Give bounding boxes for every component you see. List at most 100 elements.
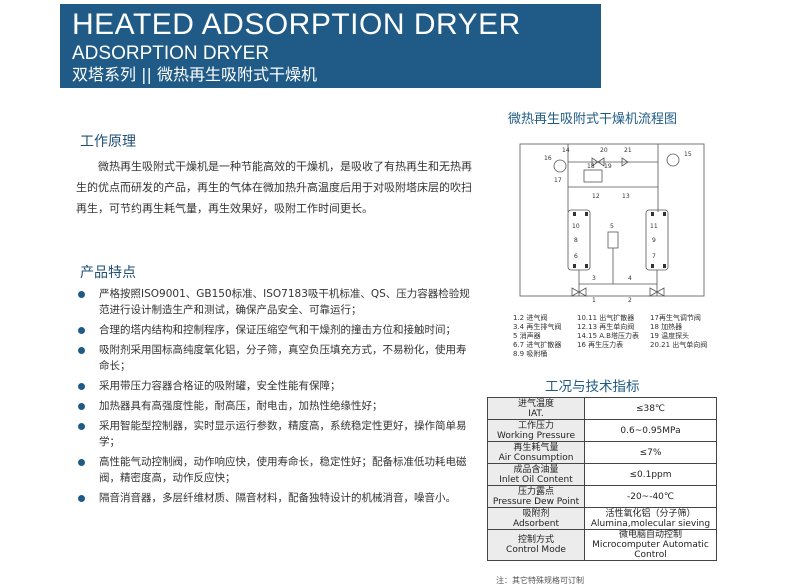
spec-heading: 工况与技术指标: [545, 379, 640, 395]
spec-note: 注：其它特殊规格可订制: [496, 576, 584, 585]
spec-value: 0.6~0.95MPa: [584, 419, 717, 442]
feature-text: 隔音消音器，多层纤维材质、隔音材料，配备独特设计的机械消音，噪音小。: [99, 492, 456, 504]
muffler-icon: [607, 231, 619, 249]
feature-text: 加热器具有高强度性能，耐高压，耐电击，加热性绝缘性好；: [99, 400, 383, 412]
bullet-icon: [78, 495, 85, 502]
flow-number: 7: [652, 253, 656, 260]
spec-key-en: IAT.: [528, 408, 544, 419]
legend-item: 1.2 进气阀: [513, 314, 548, 322]
spec-value: ≤38℃: [584, 397, 717, 420]
bullet-icon: [78, 423, 85, 430]
list-item: 严格按照ISO9001、GB150标准、ISO7183吸干机标准、QS、压力容器…: [78, 286, 476, 318]
list-item: 采用带压力容器合格证的吸附罐，安全性能有保障；: [78, 378, 476, 394]
header-banner: HEATED ADSORPTION DRYER ADSORPTION DRYER…: [60, 4, 601, 88]
spec-key-cn: 压力露点: [517, 486, 554, 497]
legend-item: 12.13 再生单向阀: [577, 323, 635, 331]
principle-text-body: 微热再生吸附式干燥机是一种节能高效的干燥机，是吸收了有热再生和无热再生的优点而研…: [76, 160, 472, 215]
flow-diagram: 14 20 21 15 16 17 18 19 12 13 10 11 8 9 …: [519, 143, 705, 304]
legend-item: 17再生气调节阀: [650, 314, 701, 322]
spec-value-en: Alumina,molecular sieving: [590, 518, 711, 529]
legend-item: 16 再生压力表: [577, 341, 624, 349]
flow-number: 2: [628, 297, 632, 304]
feature-text: 吸附剂采用国标高纯度氧化铝，分子筛，真空负压填充方式，不易粉化，使用寿命长；: [99, 344, 467, 372]
spec-value: 活性氧化铝（分子筛）Alumina,molecular sieving: [584, 507, 717, 530]
flow-number: 14: [562, 147, 570, 154]
valve-icon: [571, 287, 587, 297]
list-item: 合理的塔内结构和控制程序，保证压缩空气和干燥剂的撞击方位和接触时间；: [78, 322, 476, 338]
flow-number: 8: [574, 237, 578, 244]
legend-item: 5 消声器: [513, 332, 541, 340]
flow-number: 19: [604, 163, 612, 170]
legend-item: 10.11 出气扩散器: [577, 314, 635, 322]
legend-item: 3.4 再生排气阀: [513, 323, 562, 331]
spec-key-en: Adsorbent: [512, 518, 560, 529]
pipe-frame: [519, 143, 705, 297]
spec-key-en: Control Mode: [506, 545, 566, 555]
spec-value: ≤7%: [584, 441, 717, 464]
list-item: 隔音消音器，多层纤维材质、隔音材料，配备独特设计的机械消音，噪音小。: [78, 490, 476, 506]
legend-item: 8.9 吸附桶: [513, 350, 548, 358]
flow-number: 17: [554, 177, 562, 184]
legend-col-3: 17再生气调节阀 18 加热器 19 温度探头 20.21 出气单向阀: [650, 314, 707, 350]
bullet-icon: [78, 347, 85, 354]
feature-text: 高性能气动控制阀，动作响应快，使用寿命长，稳定性好；配备标准低功耗电磁阀，精密度…: [99, 456, 467, 484]
bullet-icon: [78, 459, 85, 466]
spec-value-cn: 活性氧化铝（分子筛）: [605, 508, 696, 519]
flow-number: 9: [652, 237, 656, 244]
bullet-icon: [78, 403, 85, 410]
flow-diagram-title: 微热再生吸附式干燥机流程图: [508, 112, 678, 127]
flow-number: 4: [628, 275, 632, 282]
spec-key-en: Working Pressure: [497, 430, 575, 441]
features-heading: 产品特点: [80, 265, 136, 281]
spec-key-cn: 工作压力: [517, 420, 554, 431]
flow-number: 13: [622, 193, 630, 200]
spec-value-en: Microcomputer Automatic Control: [592, 540, 709, 560]
list-item: 采用智能型控制器，实时显示运行参数，精度高，系统稳定性更好，操作简单易学；: [78, 418, 476, 450]
gauge-icon: [666, 153, 680, 167]
legend-col-2: 10.11 出气扩散器 12.13 再生单向阀 14.15 A.B塔压力表 16…: [577, 314, 639, 350]
spec-key-en: Inlet Oil Content: [499, 474, 573, 485]
spec-value: -20~-40℃: [584, 485, 717, 508]
flow-number: 1: [592, 297, 596, 304]
spec-key-cn: 进气温度: [517, 398, 554, 409]
principle-heading: 工作原理: [80, 134, 136, 150]
spec-key-cn: 成品含油量: [513, 464, 559, 475]
tower-a: [567, 209, 591, 271]
valve-icon: [591, 157, 605, 167]
spec-key-cn: 吸附剂: [522, 508, 550, 519]
flow-number: 15: [684, 151, 692, 158]
banner-subtitle: ADSORPTION DRYER: [72, 43, 270, 64]
bullet-icon: [78, 291, 85, 298]
bullet-icon: [78, 327, 85, 334]
gauge-icon: [553, 159, 567, 173]
features-list: 严格按照ISO9001、GB150标准、ISO7183吸干机标准、QS、压力容器…: [78, 286, 476, 510]
banner-title: HEATED ADSORPTION DRYER: [72, 8, 521, 41]
legend-col-1: 1.2 进气阀 3.4 再生排气阀 5 消声器 6.7 进气扩散器 8.9 吸附…: [513, 314, 561, 359]
principle-text: 微热再生吸附式干燥机是一种节能高效的干燥机，是吸收了有热再生和无热再生的优点而研…: [76, 156, 472, 219]
valve-icon: [621, 157, 629, 167]
feature-text: 严格按照ISO9001、GB150标准、ISO7183吸干机标准、QS、压力容器…: [99, 288, 470, 316]
spec-value-cn: 微电脑自动控制: [618, 530, 682, 540]
banner-cn-title: 双塔系列 || 微热再生吸附式干燥机: [72, 65, 317, 84]
legend-item: 14.15 A.B塔压力表: [577, 332, 639, 340]
flow-number: 5: [610, 223, 614, 230]
tower-dots: [573, 212, 666, 268]
flow-number: 11: [650, 223, 658, 230]
list-item: 加热器具有高强度性能，耐高压，耐电击，加热性绝缘性好；: [78, 398, 476, 414]
flow-number: 3: [592, 275, 596, 282]
tower-b: [645, 209, 669, 271]
valve-icon: [649, 287, 665, 297]
